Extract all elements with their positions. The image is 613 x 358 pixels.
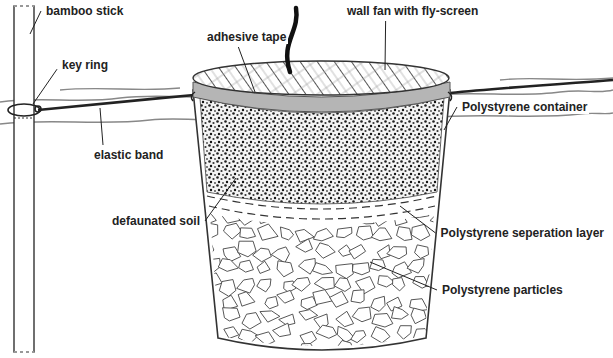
part-label: elastic band <box>92 148 165 162</box>
polystyrene-particles <box>195 204 450 358</box>
leader-line <box>100 108 103 145</box>
fan-cable <box>287 8 296 72</box>
leader-line <box>205 178 236 221</box>
leader-line <box>385 21 387 70</box>
part-label: Polystyrene particles <box>440 283 565 297</box>
leader-line <box>238 47 255 92</box>
fly-screen <box>193 61 449 95</box>
part-label: Polystyrene container <box>460 100 589 114</box>
part-label: adhesive tape <box>205 30 288 44</box>
part-label: defaunated soil <box>110 214 202 228</box>
part-label: bamboo stick <box>44 4 125 18</box>
leader-line <box>400 206 436 233</box>
band-hooks <box>191 92 451 101</box>
key-ring <box>8 104 41 116</box>
leader-line <box>30 11 41 34</box>
leader-line <box>33 69 57 104</box>
leader-lines <box>30 11 457 290</box>
part-label: Polystyrene seperation layer <box>439 226 606 240</box>
bamboo-stick <box>14 6 34 352</box>
part-label: wall fan with fly-screen <box>345 4 480 18</box>
leader-line <box>444 107 457 130</box>
part-label: key ring <box>60 58 110 72</box>
polystyrene-container <box>193 90 450 358</box>
separation-layer <box>207 196 437 209</box>
defaunated-soil <box>200 98 444 204</box>
leader-line <box>370 262 437 290</box>
